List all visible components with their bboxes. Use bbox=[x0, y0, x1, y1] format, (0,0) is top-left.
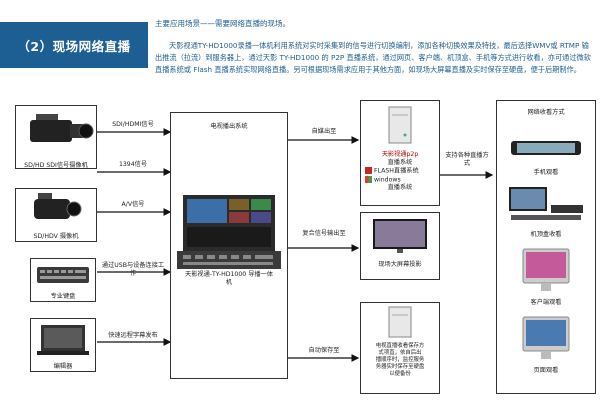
desktop-client-icon bbox=[522, 248, 570, 291]
windows-line-2: 直播系统 bbox=[387, 184, 413, 191]
ieee1394-signal-label: 1394信号 bbox=[118, 161, 148, 168]
stream-output-label: 自媒出至 bbox=[311, 128, 337, 135]
projection-box: 现场大屏幕投影 bbox=[360, 212, 440, 280]
storage-line-5: 以便备份 bbox=[389, 371, 411, 377]
set-top-box-icon bbox=[509, 187, 583, 220]
editor-label: 编辑器 bbox=[53, 363, 73, 370]
windows-icon bbox=[365, 175, 372, 183]
phone-icon bbox=[511, 141, 581, 155]
composite-output-label: 复合信号输出至 bbox=[302, 230, 346, 237]
hdv-camera-label: SD/HDV 摄像机 bbox=[33, 233, 79, 240]
viewing-methods-box: 网络收看方式 手机观看 机顶盒收看 客户端观看 页面观看 bbox=[496, 100, 596, 394]
autosave-output-label: 自动保存至 bbox=[308, 347, 340, 354]
storage-line-1: 电视直播收看保存方 bbox=[375, 343, 425, 349]
storage-line-2: 式项直，依自后出 bbox=[378, 350, 422, 356]
director-machine-label: 天影视通-TY-HD1000 导播一体机 bbox=[185, 271, 273, 286]
viewing-item-settop: 机顶盒收看 bbox=[530, 231, 562, 238]
video-camera-icon bbox=[34, 193, 82, 219]
web-page-icon bbox=[522, 316, 570, 359]
viewing-item-web: 页面观看 bbox=[533, 367, 559, 374]
source-sdi-camera: SD/HD SDI信号摄像机 bbox=[15, 105, 97, 169]
flash-system-label: FLASH直播系统 bbox=[361, 167, 439, 176]
laptop-icon bbox=[37, 325, 89, 355]
monitor-icon bbox=[373, 219, 427, 253]
storage-line-4: 务器实时保存至硬盘 bbox=[375, 364, 425, 370]
storage-server-icon bbox=[388, 306, 412, 338]
broadcast-system-label: 电视播出系统 bbox=[210, 123, 248, 130]
viewing-item-phone: 手机观看 bbox=[533, 169, 559, 176]
av-signal-label: A/V信号 bbox=[121, 201, 145, 208]
viewing-item-client: 客户端观看 bbox=[530, 299, 562, 306]
broadcast-system-box: 电视播出系统 天影视通-TY-HD1000 导播一体机 bbox=[170, 112, 288, 379]
windows-label: windows bbox=[361, 175, 439, 185]
streaming-methods-label: 支持各种直播方式 bbox=[445, 152, 489, 167]
section-title: （2）现场网络直播 bbox=[0, 22, 148, 68]
p2p-line-2: 直播系统 bbox=[387, 159, 413, 166]
sdi-camera-label: SD/HD SDI信号摄像机 bbox=[24, 162, 88, 169]
scene-line: 主要应用场景——需要网络直播的现场。 bbox=[155, 19, 290, 28]
source-hdv-camera: SD/HDV 摄像机 bbox=[15, 188, 97, 242]
viewing-title: 网络收看方式 bbox=[527, 109, 565, 116]
projection-label: 现场大屏幕投影 bbox=[378, 261, 422, 268]
usb-signal-label: 通过USB与设备连接工作 bbox=[101, 262, 165, 277]
subtitle-signal-label: 快速远程字幕发布 bbox=[108, 332, 158, 339]
storage-line-3: 播顺序时，监控服务 bbox=[375, 357, 425, 363]
keyboard-icon bbox=[37, 267, 89, 283]
server-icon bbox=[388, 106, 412, 144]
p2p-server-box: 天影视通p2p 直播系统 FLASH直播系统 windows 直播系统 bbox=[360, 100, 440, 206]
source-keyboard: 专业键盘 bbox=[30, 258, 96, 302]
camcorder-icon bbox=[30, 114, 94, 142]
flash-icon bbox=[365, 167, 372, 174]
keyboard-label: 专业键盘 bbox=[50, 293, 76, 300]
storage-server-box: 电视直播收看保存方 式项直，依自后出 播顺序时，监控服务 务器实时保存至硬盘 以… bbox=[360, 302, 440, 394]
sdi-signal-label: SDI/HDMI信号 bbox=[112, 121, 154, 128]
source-editor: 编辑器 bbox=[30, 318, 96, 372]
description-text: 天影视通TY-HD1000录播一体机利用系统对实时采集到的信号进行切换编制，添加… bbox=[155, 41, 591, 75]
director-machine-icon bbox=[177, 195, 281, 269]
p2p-line-1: 天影视通p2p bbox=[381, 151, 419, 158]
